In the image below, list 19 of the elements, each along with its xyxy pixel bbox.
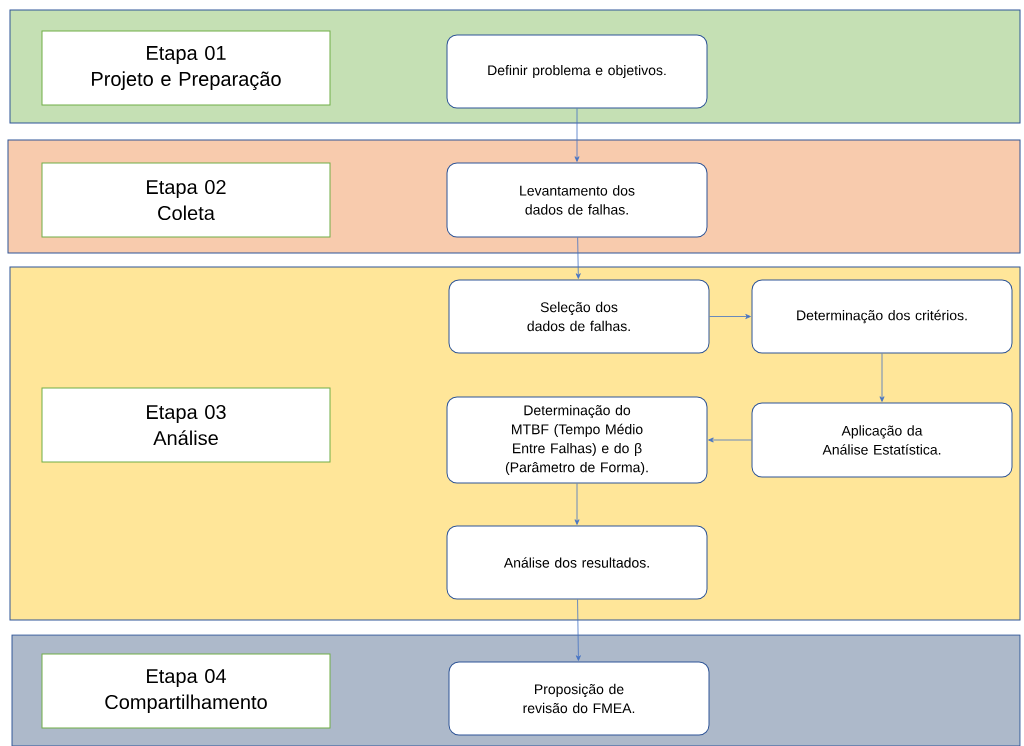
arrow [574, 483, 580, 525]
process-box: Seleção dos dados de falhas. [448, 279, 710, 354]
process-box: Determinação do MTBF (Tempo Médio Entre Falhas) e do β (Parâmetro de Forma). [446, 396, 708, 484]
process-box: Aplicação da Análise Estatística. [751, 402, 1013, 478]
stage-label-box: Etapa 04 Compartilhamento [41, 653, 331, 729]
stage-label-box: Etapa 03 Análise [41, 387, 331, 463]
process-box: Proposição de revisão do FMEA. [448, 661, 710, 736]
arrow [574, 108, 580, 162]
arrow [575, 599, 581, 661]
arrow [708, 437, 752, 443]
process-box: Determinação dos critérios. [751, 279, 1013, 354]
stage-label-box: Etapa 02 Coleta [41, 162, 331, 238]
arrow [709, 314, 751, 319]
process-box: Definir problema e objetivos. [446, 34, 708, 109]
arrow [879, 353, 885, 402]
process-box: Levantamento dos dados de falhas. [446, 162, 708, 238]
process-box: Análise dos resultados. [446, 525, 708, 600]
arrow [575, 237, 581, 279]
stage-label-box: Etapa 01 Projeto e Preparação [41, 30, 331, 106]
